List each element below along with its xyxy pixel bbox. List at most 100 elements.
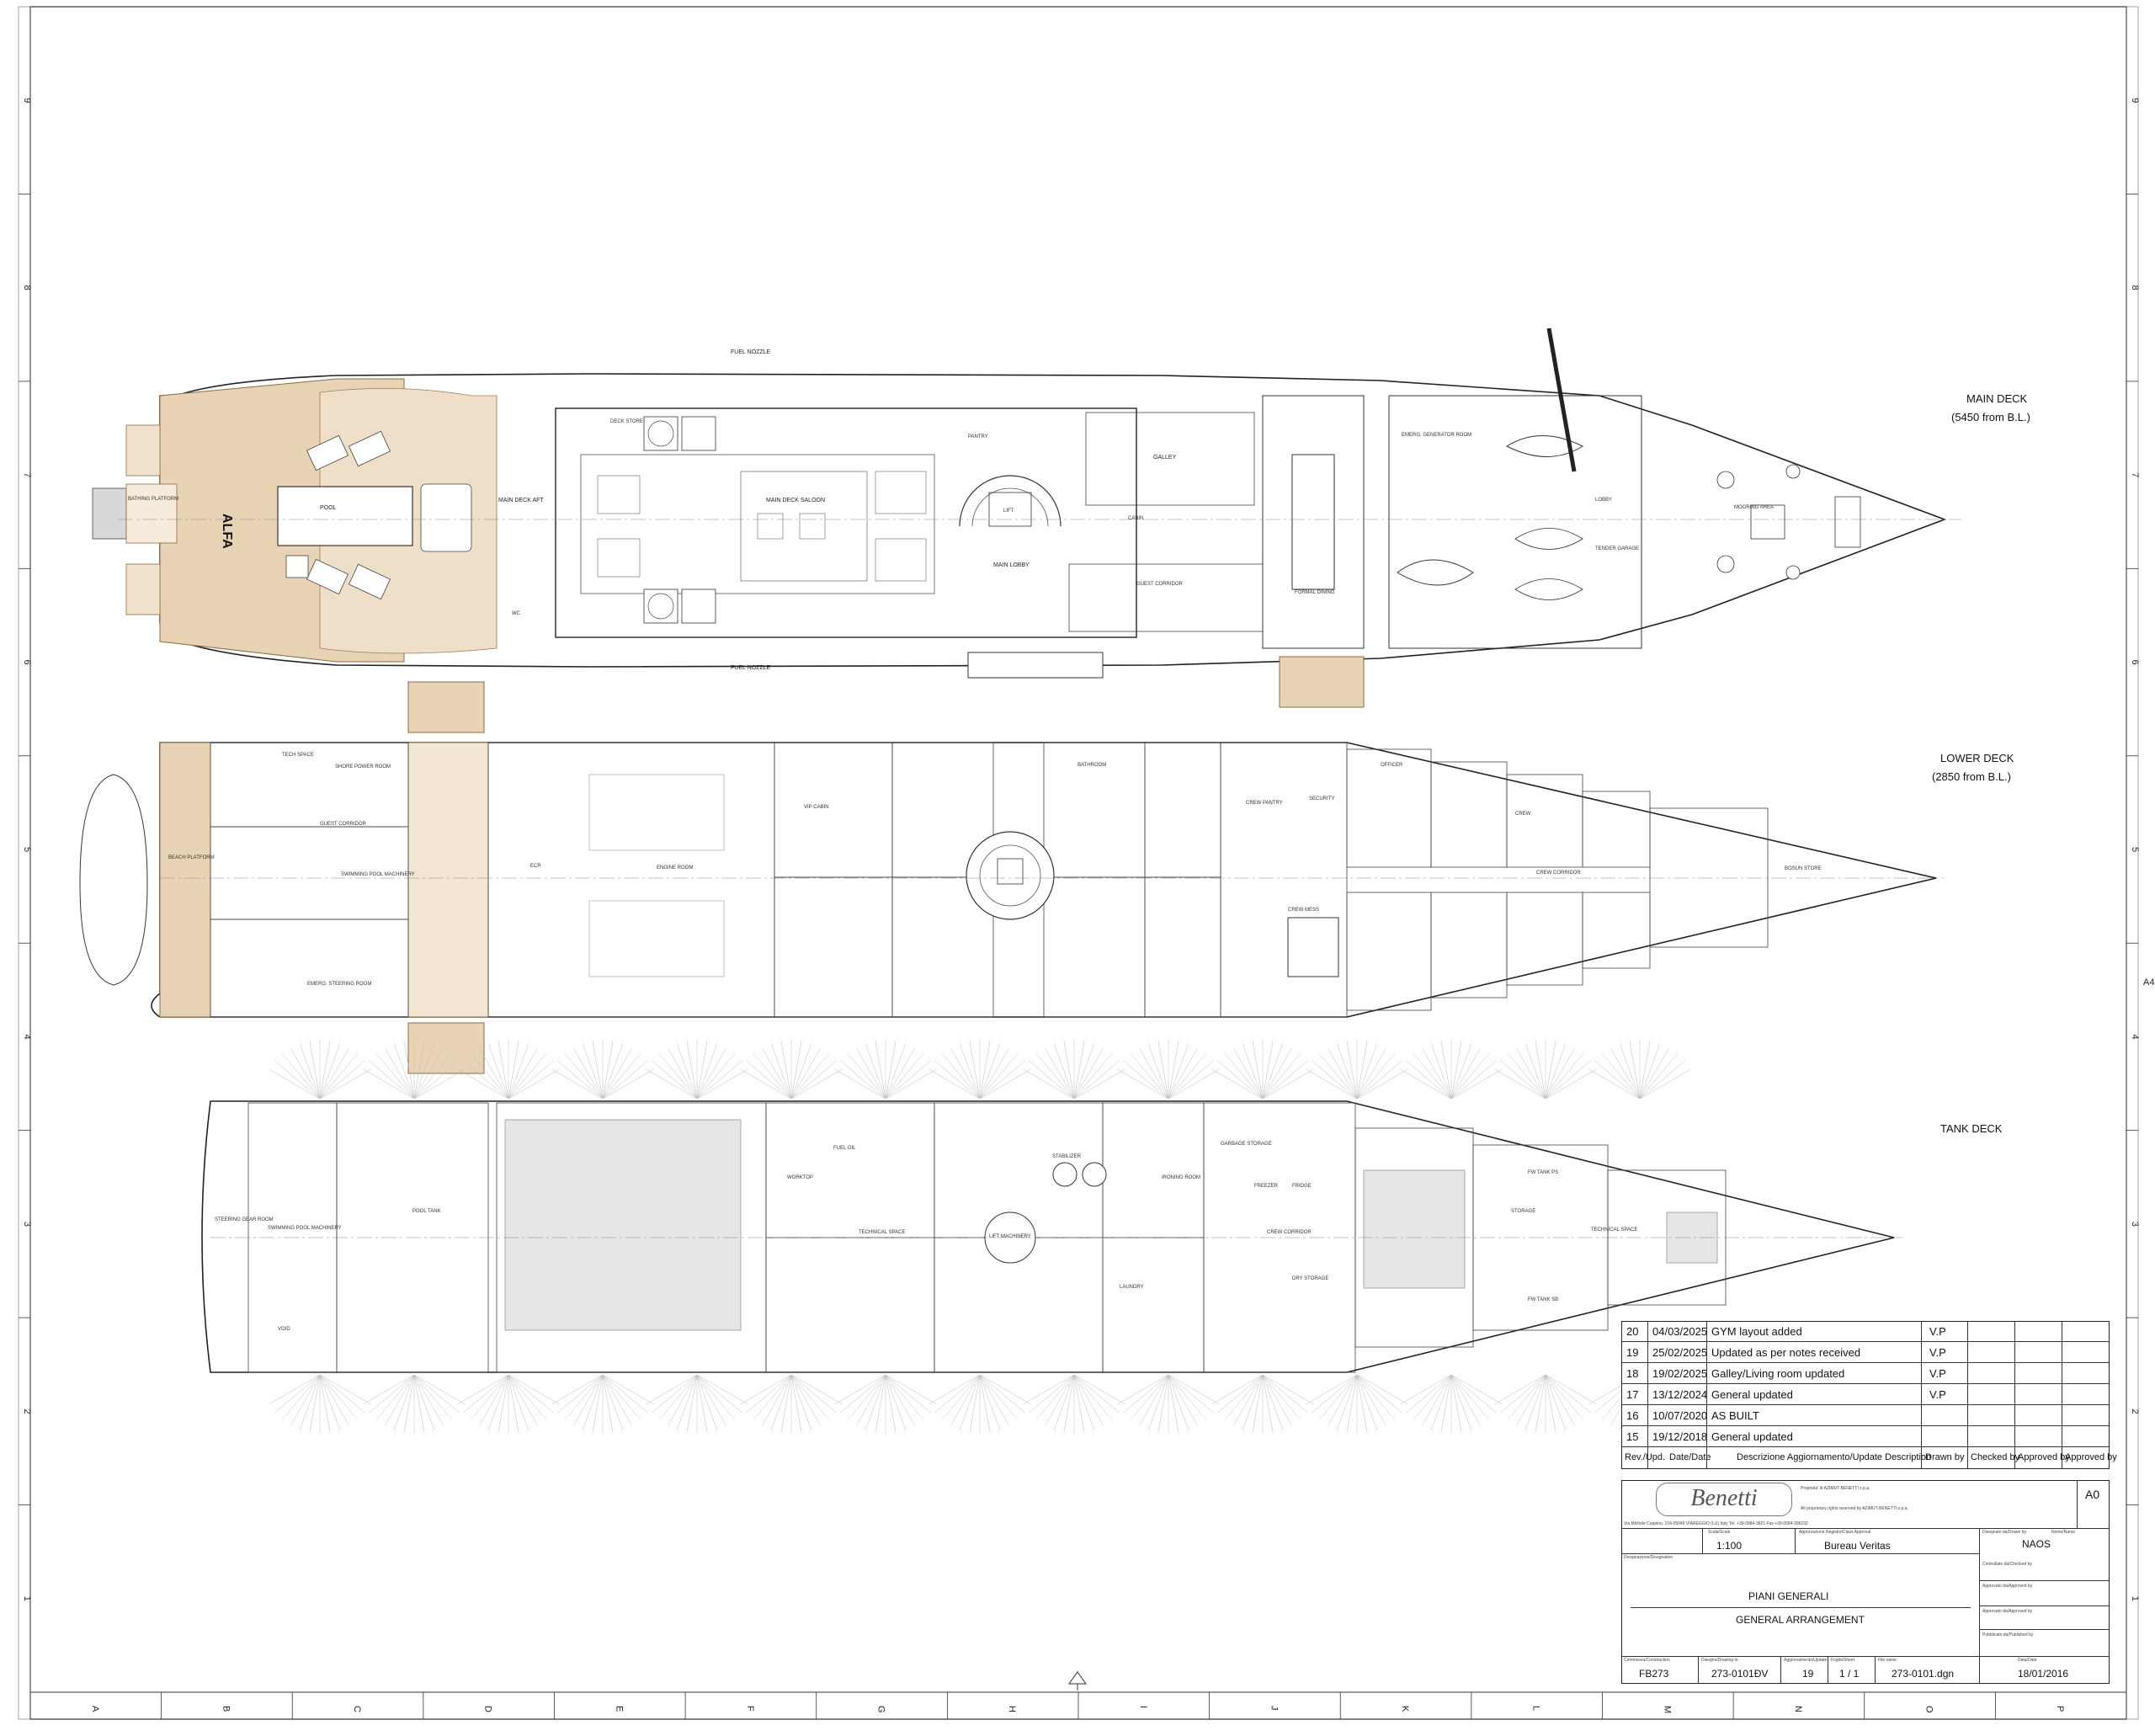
tank-deck-plan: STEERING GEAR ROOM SWIMMING POOL MACHINE… bbox=[201, 1040, 2003, 1434]
revision-date: 25/02/2025 bbox=[1652, 1346, 1708, 1359]
grid-column-L: L bbox=[1531, 1706, 1541, 1711]
label-technical-space: TECHNICAL SPACE bbox=[859, 1230, 905, 1235]
name-label: Nome/Name bbox=[2051, 1530, 2076, 1535]
date-value: 18/01/2016 bbox=[2018, 1668, 2069, 1680]
grid-row-5-right: 5 bbox=[2130, 847, 2140, 852]
revision-rev: 20 bbox=[1626, 1325, 1639, 1338]
label-pool: POOL bbox=[320, 505, 337, 511]
label-beach-platform: BEACH PLATFORM bbox=[168, 855, 215, 860]
rev-header-drawn: Drawn by bbox=[1925, 1452, 1965, 1462]
rights-note: All proprietary rights reserved by AZIMU… bbox=[1801, 1506, 1908, 1511]
tank-deck-title: TANK DECK bbox=[1940, 1122, 2003, 1135]
label-fuel-nozzle-bottom: FUEL NOZZLE bbox=[731, 665, 771, 671]
lower-deck-title: LOWER DECK bbox=[1940, 752, 2014, 764]
grid-column-C: C bbox=[352, 1706, 362, 1712]
grid-row-3-left: 3 bbox=[22, 1222, 32, 1227]
label-technical-space-fwd: TECHNICAL SPACE bbox=[1591, 1227, 1637, 1233]
sheet-label: Foglio/Sheet bbox=[1831, 1658, 1855, 1663]
label-steering-gear-room: STEERING GEAR ROOM bbox=[215, 1217, 274, 1222]
label-storage: STORAGE bbox=[1511, 1209, 1535, 1214]
property-note: Proprieta' di AZIMUT-BENETTI s.p.a. bbox=[1801, 1486, 1870, 1491]
grid-column-E: E bbox=[614, 1706, 624, 1712]
label-pool-tank: POOL TANK bbox=[412, 1209, 441, 1214]
label-freezer: FREEZER bbox=[1254, 1184, 1279, 1189]
label-shore-power-room: SHORE POWER ROOM bbox=[335, 764, 391, 769]
approved-by-label: Approvato da/Approved by bbox=[1982, 1584, 2033, 1589]
grid-row-2-left: 2 bbox=[22, 1409, 32, 1414]
label-formal-dining: FORMAL DINING bbox=[1295, 590, 1335, 595]
label-main-lobby: MAIN LOBBY bbox=[993, 562, 1030, 568]
grid-column-D: D bbox=[483, 1706, 493, 1712]
revision-desc: Updated as per notes received bbox=[1711, 1346, 1861, 1359]
grid-column-I: I bbox=[1138, 1706, 1148, 1708]
label-crew-mess: CREW MESS bbox=[1288, 908, 1319, 913]
rev-header-date: Date/Date bbox=[1669, 1452, 1711, 1462]
rev-header-rev: Rev./Upd. bbox=[1625, 1452, 1666, 1462]
revision-desc: AS BUILT bbox=[1711, 1409, 1759, 1422]
label-crew-corridor: CREW CORRIDOR bbox=[1536, 871, 1581, 876]
revision-rev: 18 bbox=[1626, 1367, 1639, 1380]
file-value: 273-0101.dgn bbox=[1892, 1668, 1955, 1680]
sheet-value: 1 / 1 bbox=[1839, 1668, 1860, 1680]
scale-value: 1:100 bbox=[1716, 1540, 1743, 1552]
grid-row-7-left: 7 bbox=[22, 472, 32, 477]
label-ironing-room: IRONING ROOM bbox=[1162, 1175, 1200, 1180]
label-swimming-pool-machinery-tank: SWIMMING POOL MACHINERY bbox=[268, 1226, 342, 1231]
grid-column-K: K bbox=[1400, 1706, 1410, 1712]
label-galley: GALLEY bbox=[1153, 455, 1177, 461]
grid-row-8-right: 8 bbox=[2130, 285, 2140, 290]
label-cabin: CABIN bbox=[1128, 516, 1143, 521]
revision-desc: General updated bbox=[1711, 1388, 1793, 1401]
revision-rev: 19 bbox=[1626, 1346, 1639, 1359]
label-emerg-steering-room: EMERG. STEERING ROOM bbox=[307, 982, 371, 987]
revision-desc: Galley/Living room updated bbox=[1711, 1367, 1845, 1380]
label-vip-cabin: VIP CABIN bbox=[804, 805, 829, 810]
label-fw-tank-sb: FW TANK SB bbox=[1528, 1297, 1558, 1302]
title-english: GENERAL ARRANGEMENT bbox=[1736, 1614, 1865, 1626]
label-pantry: PANTRY bbox=[968, 434, 988, 439]
label-bosun-store: BOSUN STORE bbox=[1785, 866, 1822, 871]
drawing-no-value: 273-0101ÐV bbox=[1711, 1668, 1769, 1680]
label-crew-pantry: CREW PANTRY bbox=[1246, 801, 1283, 806]
label-security: SECURITY bbox=[1309, 796, 1334, 801]
label-lift: LIFT bbox=[1003, 509, 1014, 514]
lower-deck-subtitle: (2850 from B.L.) bbox=[1932, 770, 2011, 783]
label-guest-corridor-lower: GUEST CORRIDOR bbox=[320, 822, 367, 827]
grid-column-N: N bbox=[1793, 1706, 1803, 1712]
revision-desc: GYM layout added bbox=[1711, 1325, 1802, 1338]
grid-column-B: B bbox=[221, 1706, 231, 1712]
grid-column-F: F bbox=[745, 1706, 755, 1712]
benetti-logo: Benetti bbox=[1656, 1483, 1792, 1516]
designation-label: Designazione/Designation bbox=[1624, 1555, 1673, 1560]
drawn-by-label: Disegnato da/Drawn by bbox=[1982, 1530, 2026, 1535]
published-label: Pubblicato da/Published by bbox=[1982, 1632, 2034, 1637]
grid-row-9-left: 9 bbox=[22, 98, 32, 103]
label-mooring-area: MOORING AREA bbox=[1734, 505, 1774, 510]
sheet-size-marker: A4 bbox=[2143, 977, 2154, 988]
label-swimming-pool-machinery: SWIMMING POOL MACHINERY bbox=[341, 872, 415, 877]
label-dry-storage: DRY STORAGE bbox=[1292, 1276, 1328, 1281]
revision-date: 19/12/2018 bbox=[1652, 1430, 1708, 1443]
grid-row-6-left: 6 bbox=[22, 660, 32, 665]
revision-header: Rev./Upd. Date/Date Descrizione Aggiorna… bbox=[1622, 1448, 2117, 1468]
revision-drawn: V.P bbox=[1929, 1367, 1946, 1380]
grid-row-9-right: 9 bbox=[2130, 98, 2140, 103]
rev-header-desc: Descrizione Aggiornamento/Update Descrip… bbox=[1737, 1452, 1932, 1462]
label-tech-space: TECH SPACE bbox=[282, 753, 314, 758]
revision-rev: 16 bbox=[1626, 1409, 1639, 1422]
revision-date: 13/12/2024 bbox=[1652, 1388, 1708, 1401]
revision-date: 19/02/2025 bbox=[1652, 1367, 1708, 1380]
update-value: 19 bbox=[1802, 1668, 1814, 1680]
revision-desc: General updated bbox=[1711, 1430, 1793, 1443]
grid-row-1-left: 1 bbox=[22, 1596, 32, 1601]
revision-date: 04/03/2025 bbox=[1652, 1325, 1708, 1338]
revision-date: 10/07/2020 bbox=[1652, 1409, 1708, 1422]
revision-rev: 15 bbox=[1626, 1430, 1639, 1443]
revision-drawn: V.P bbox=[1929, 1325, 1946, 1338]
